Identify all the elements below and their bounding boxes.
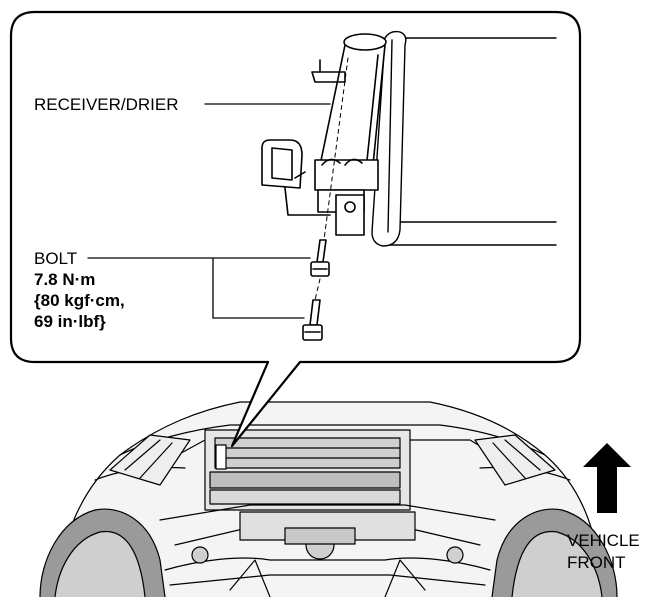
callout-bubble (9, 10, 582, 448)
receiver-drier-label: RECEIVER/DRIER (34, 95, 179, 114)
vehicle-label: VEHICLE (567, 531, 640, 550)
bolt-upper (310, 239, 330, 277)
leader-lines (87, 103, 331, 319)
bolt-lower (302, 299, 323, 341)
torque-nm-label: 7.8 N·m (34, 270, 96, 289)
up-arrow-icon (583, 443, 631, 513)
receiver-drier-cylinder (261, 33, 387, 271)
vehicle-front-illustration (39, 401, 618, 597)
torque-inlbf-label: 69 in·lbf} (34, 312, 106, 331)
torque-kgfcm-label: {80 kgf·cm, (34, 291, 125, 310)
condenser (371, 30, 557, 247)
bolt-label: BOLT (34, 249, 78, 268)
front-label: FRONT (567, 553, 626, 572)
